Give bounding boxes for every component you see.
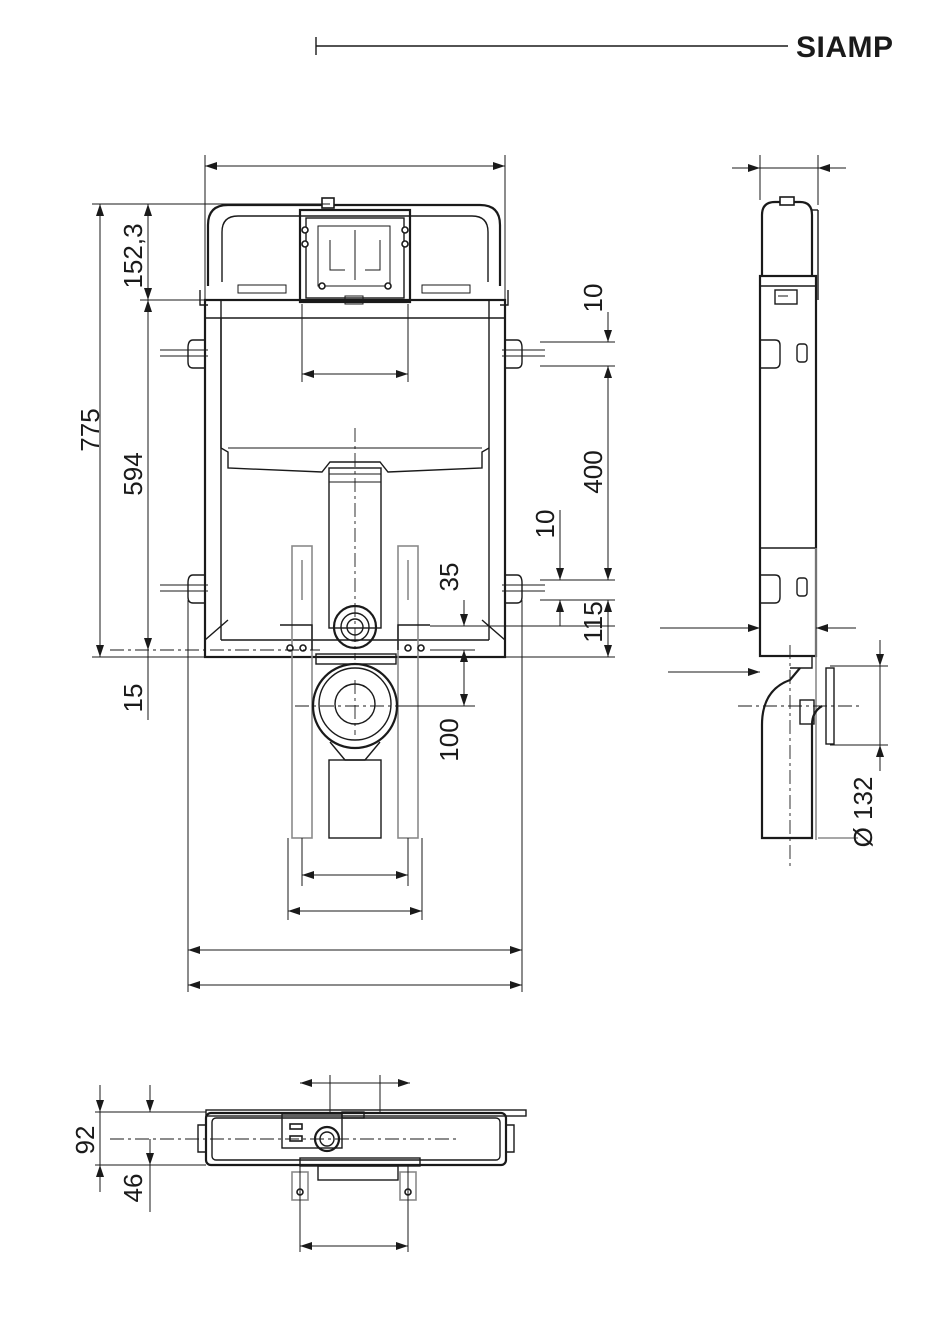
dim-15: 15 — [118, 684, 148, 713]
dim-775: 775 — [75, 408, 105, 451]
dim-594: 594 — [118, 452, 148, 495]
dim-10-mid: 10 — [530, 510, 560, 539]
side-view — [660, 155, 888, 868]
brand-logo: SIAMP — [796, 31, 894, 64]
dim-152-3: 152,3 — [118, 223, 148, 288]
frame-top-arch — [208, 205, 500, 286]
dim-dia-132: Ø 132 — [848, 777, 878, 848]
front-view — [92, 155, 615, 992]
side-frame — [760, 276, 816, 656]
dim-400: 400 — [578, 450, 608, 493]
side-cistern-top — [762, 202, 812, 276]
dim-92: 92 — [70, 1126, 100, 1155]
header-bar: SIAMP — [316, 31, 894, 64]
dim-115: 115 — [578, 601, 608, 642]
dim-46: 46 — [118, 1174, 148, 1203]
dim-10-top: 10 — [578, 284, 608, 313]
dim-35: 35 — [434, 563, 464, 592]
dim-100: 100 — [434, 718, 464, 761]
side-drain-bend — [762, 668, 822, 838]
top-view — [95, 1075, 526, 1252]
